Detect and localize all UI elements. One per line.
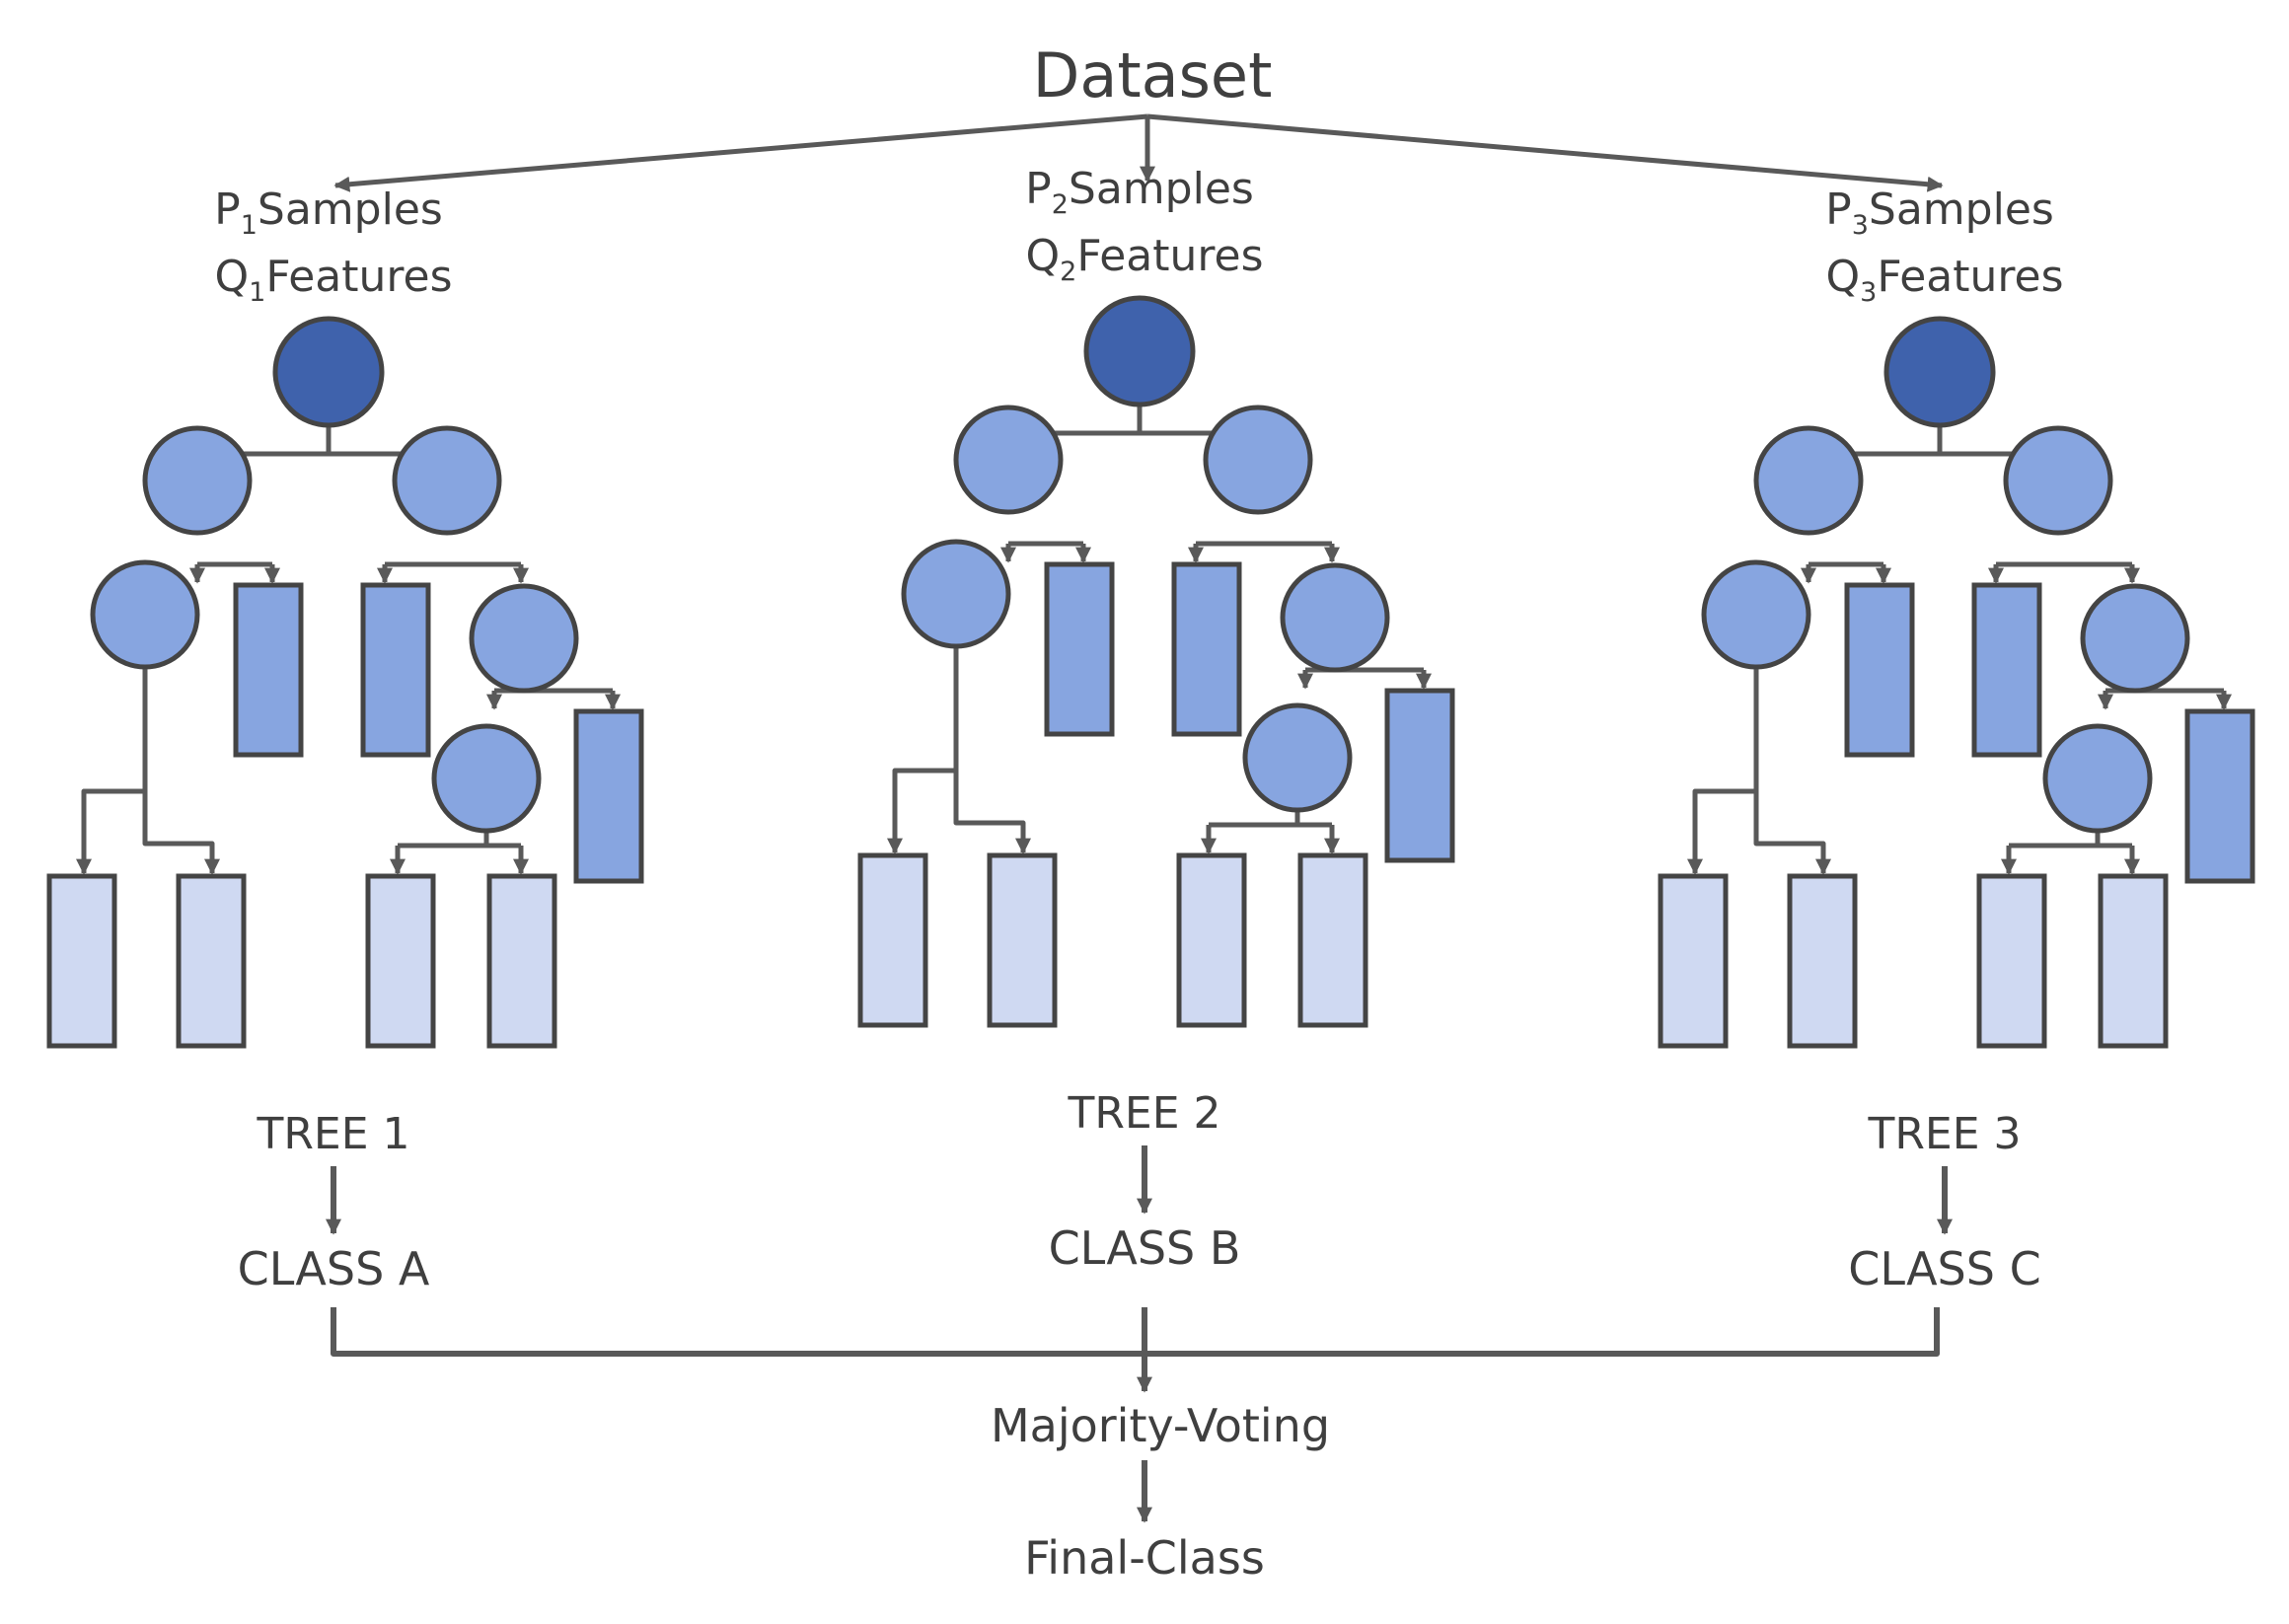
tree-3-level-3-node [2042, 723, 2153, 834]
tree-2-features-label-suffix: Features [1076, 231, 1263, 281]
tree-2-features-label-prefix: Q [1025, 231, 1060, 281]
tree-1-inner-leaf-1 [233, 582, 304, 758]
tree-2-level-1-left-node [953, 405, 1064, 515]
tree-2-level-3-node [1242, 702, 1353, 813]
tree-3-features-label-prefix: Q [1825, 252, 1860, 302]
tree-2-root-node [1083, 295, 1196, 407]
majority-voting-label: Majority-Voting [991, 1399, 1330, 1452]
tree-1-terminal-leaf-3 [365, 873, 436, 1049]
tree-2-terminal-leaf-2 [987, 852, 1058, 1028]
tree-1-terminal-leaf-4 [486, 873, 557, 1049]
tree-2-terminal-leaf-1 [857, 852, 928, 1028]
tree-2-class-label: CLASS B [1049, 1221, 1241, 1275]
tree-1-samples-label-prefix: P [214, 185, 241, 235]
tree-3-l2-left-arrow-b [1753, 791, 1831, 875]
tree-1-terminal-leaf-1 [46, 873, 117, 1049]
tree-3-samples-label-subscript: 3 [1852, 210, 1869, 241]
tree-1-name-label: TREE 1 [256, 1109, 409, 1159]
tree-3-terminal-leaf-2 [1787, 873, 1858, 1049]
tree-1-inner-leaf-3 [573, 708, 644, 884]
tree-3-samples-label: P3Samples [1825, 185, 2054, 241]
tree-3-terminal-leaf-4 [2098, 873, 2169, 1049]
tree-3-l2-left-arrow-a [1687, 788, 1756, 875]
tree-2-samples-label-suffix: Samples [1069, 164, 1254, 214]
dataset-to-tree-3-arrow [1146, 113, 1944, 192]
tree-1-level-2-right-node [469, 583, 579, 694]
tree-3-features-label-subscript: 3 [1860, 277, 1877, 308]
tree-1-class-label: CLASS A [238, 1242, 430, 1295]
tree-1-terminal-leaf-2 [176, 873, 247, 1049]
tree-1-level-3-node [431, 723, 542, 834]
tree-2-level-2-right-node [1280, 562, 1390, 673]
tree-1-l2-left-arrow-a [76, 788, 145, 875]
tree-1-samples-label: P1Samples [214, 185, 443, 241]
tree-2-features-label-subscript: 2 [1060, 257, 1076, 287]
tree-1-l2-left-arrow-b [142, 791, 220, 875]
tree-1-features-label-subscript: 1 [249, 277, 265, 308]
tree-3-features-label: Q3Features [1825, 252, 2063, 308]
tree-1-features-label: Q1Features [214, 252, 452, 308]
tree-3-inner-leaf-2 [1971, 582, 2042, 758]
tree-3-samples-label-suffix: Samples [1869, 185, 2054, 235]
tree-3-terminal-leaf-3 [1976, 873, 2047, 1049]
tree-2-terminal-leaf-4 [1297, 852, 1368, 1028]
final-class-label: Final-Class [1024, 1531, 1265, 1585]
dataset-to-tree-1-arrow [333, 113, 1148, 192]
tree-2-name-label: TREE 2 [1067, 1088, 1220, 1139]
tree-1-features-label-prefix: Q [214, 252, 249, 302]
tree-3-inner-leaf-3 [2184, 708, 2255, 884]
tree-3-class-label: CLASS C [1848, 1242, 2040, 1295]
tree-3-terminal-leaf-1 [1658, 873, 1729, 1049]
tree-3-level-2-right-node [2080, 583, 2190, 694]
tree-3-features-label-suffix: Features [1877, 252, 2063, 302]
tree-2-l2-left-arrow-a [887, 768, 956, 854]
tree-3-inner-leaf-1 [1844, 582, 1915, 758]
tree-1-features-label-suffix: Features [265, 252, 452, 302]
tree-2-samples-label-prefix: P [1025, 164, 1052, 214]
tree-1-samples-label-subscript: 1 [241, 210, 258, 241]
tree-2-level-2-left-node [901, 539, 1011, 649]
tree-3-level-2-left-node [1701, 559, 1811, 670]
tree-3-level-1-left-node [1753, 425, 1864, 536]
tree-3-samples-label-prefix: P [1825, 185, 1852, 235]
tree-2-terminal-leaf-3 [1176, 852, 1247, 1028]
tree-1-root-node [272, 316, 385, 428]
tree-3-root-node [1883, 316, 1996, 428]
tree-2-inner-leaf-3 [1384, 688, 1455, 863]
tree-3-name-label: TREE 3 [1867, 1109, 2021, 1159]
tree-2-l2-left-arrow-b [953, 771, 1031, 854]
tree-1-level-2-left-node [90, 559, 200, 670]
tree-1-inner-leaf-2 [360, 582, 431, 758]
node-layer [46, 295, 2255, 1049]
tree-2-inner-leaf-2 [1171, 561, 1242, 737]
tree-1-level-1-left-node [142, 425, 253, 536]
tree-2-samples-label-subscript: 2 [1052, 189, 1069, 220]
tree-2-inner-leaf-1 [1044, 561, 1115, 737]
tree-2-features-label: Q2Features [1025, 231, 1263, 287]
class-collector-line [331, 1307, 1940, 1357]
dataset-title: Dataset [1033, 39, 1273, 111]
tree-2-level-1-right-node [1203, 405, 1313, 515]
tree-3-level-1-right-node [2003, 425, 2113, 536]
tree-1-samples-label-suffix: Samples [258, 185, 443, 235]
label-layer: Dataset Majority-Voting Final-Class P1Sa… [214, 39, 2063, 1585]
tree-2-samples-label: P2Samples [1025, 164, 1254, 220]
tree-1-level-1-right-node [392, 425, 502, 536]
